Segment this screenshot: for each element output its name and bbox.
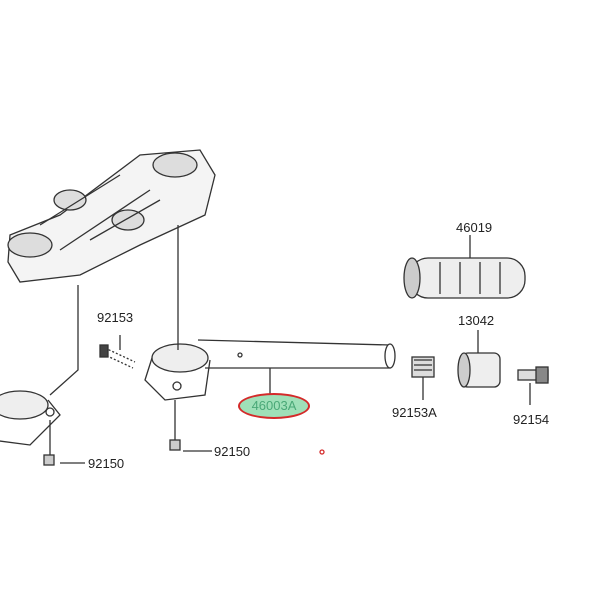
handlebar-clamp: [144, 225, 211, 451]
label-92154[interactable]: 92154: [513, 412, 550, 427]
fitting-92153A: [411, 356, 435, 400]
label-92150-left[interactable]: 92150: [88, 456, 125, 471]
label-13042[interactable]: 13042: [458, 313, 495, 328]
bolt-92154: [517, 366, 549, 405]
bolt-92153: [99, 335, 136, 369]
label-92153[interactable]: 92153: [97, 310, 134, 325]
lower-left-clamp: [0, 285, 79, 466]
highlighted-part-46003A[interactable]: 46003A: [238, 393, 310, 419]
label-92150-mid[interactable]: 92150: [214, 444, 251, 459]
grip-46019: [403, 235, 526, 299]
marker-dot: [319, 449, 325, 455]
bar-end-weight-13042: [457, 330, 501, 388]
upper-triple-clamp: [7, 149, 216, 283]
handlebar-tube: [197, 339, 396, 395]
label-46019[interactable]: 46019: [456, 220, 493, 235]
label-46003A: 46003A: [251, 398, 297, 413]
label-92153A[interactable]: 92153A: [392, 405, 437, 420]
leader-lines: [60, 450, 212, 464]
